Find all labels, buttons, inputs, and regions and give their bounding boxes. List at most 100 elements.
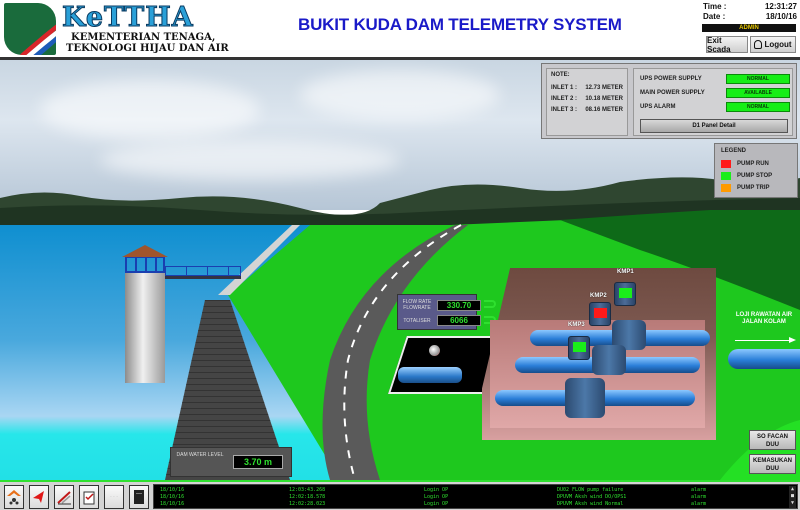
- log-event: DU02 FLOW pump failure: [557, 487, 624, 493]
- water-level-value: 3.70 m: [233, 455, 283, 469]
- report-icon: [83, 491, 95, 505]
- inlet-3-value: 08.16 METER: [585, 107, 623, 113]
- date-label: Date :: [703, 12, 726, 21]
- printer-icon: [134, 490, 144, 504]
- pump-run-swatch: [721, 160, 731, 168]
- pump-3-status-indicator: [573, 342, 586, 352]
- dam-scene: [0, 60, 800, 480]
- totaliser-value: 6066: [437, 315, 481, 326]
- log-time: 12:02:18.578: [289, 494, 326, 500]
- flow-pipe-icon: [484, 300, 496, 308]
- flowmeter-pipe: [398, 367, 462, 383]
- pump-1-status-indicator: [619, 288, 632, 298]
- intake-tower: [125, 273, 165, 383]
- note-title: NOTE:: [551, 72, 570, 78]
- ups-power-label: UPS POWER SUPPLY: [640, 76, 702, 82]
- pump-1-motor[interactable]: [614, 282, 636, 306]
- alarm-button[interactable]: [29, 485, 49, 509]
- inlet-3-label: INLET 3 :: [551, 107, 578, 113]
- lock-icon: [754, 40, 763, 49]
- ministry-name: KEMENTERIAN TENAGA, TEKNOLOGI HIJAU DAN …: [66, 32, 229, 54]
- ministry-line-1: KEMENTERIAN TENAGA,: [71, 32, 216, 43]
- log-time: 12:02:28.023: [289, 501, 326, 507]
- log-date: 18/10/16: [160, 494, 185, 500]
- user-status-bar: ADMIN: [702, 24, 796, 32]
- walkway-bridge: [165, 275, 241, 279]
- outlet-pipe: [728, 349, 800, 369]
- power-status-box: UPS POWER SUPPLY NORMAL MAIN POWER SUPPLY…: [633, 68, 793, 136]
- pump-stop-swatch: [721, 172, 731, 180]
- date-value: 18/10/16: [765, 12, 797, 21]
- log-time: 12:03:43.268: [289, 487, 326, 493]
- info-panel: NOTE: INLET 1 :12.73 METER INLET 2 :10.1…: [541, 63, 797, 139]
- pump-1-label: KMP1: [617, 269, 634, 275]
- pump-2-label: KMP2: [590, 293, 607, 299]
- ups-power-status: NORMAL: [726, 74, 790, 84]
- side-button-1[interactable]: SO FACAN DUU: [749, 430, 796, 450]
- log-status: alarm: [691, 501, 707, 507]
- inlet-2-label: INLET 2 :: [551, 96, 578, 102]
- pump-2-motor[interactable]: [589, 302, 611, 326]
- log-user: Login OP: [424, 487, 449, 493]
- legend: LEGEND PUMP RUN PUMP STOP PUMP TRIP: [714, 143, 798, 198]
- logout-button[interactable]: Logout: [750, 36, 796, 53]
- legend-pump-stop: PUMP STOP: [737, 173, 773, 179]
- outlet-label: LOJI RAWATAN AIR JALAN KOLAM: [735, 312, 793, 325]
- home-button[interactable]: [4, 485, 24, 509]
- event-log-scrollbar[interactable]: ▲■▼: [789, 486, 796, 508]
- log-user: Login OP: [424, 501, 449, 507]
- flowrate-label: FLOW RATE FLOWRATE: [402, 299, 432, 311]
- water-level-panel: DAM WATER LEVEL 3.70 m: [170, 447, 292, 477]
- log-user: Login OP: [424, 494, 449, 500]
- time-value: 12:31:27: [764, 2, 797, 11]
- ups-alarm-status: NORMAL: [726, 102, 790, 112]
- flowrate-value: 330.70: [437, 299, 481, 311]
- pump-3-motor[interactable]: [568, 336, 590, 360]
- event-log[interactable]: 18/10/16 18/10/16 18/10/16 12:03:43.268 …: [153, 484, 798, 509]
- blank-button[interactable]: · · ·: [104, 485, 124, 509]
- alarm-icon: [33, 491, 44, 503]
- report-button[interactable]: [79, 485, 99, 509]
- log-event: DPUVM Aksh wind Normal: [557, 501, 624, 507]
- legend-pump-run: PUMP RUN: [737, 161, 769, 167]
- blank-icon: · · ·: [110, 494, 118, 500]
- ministry-line-2: TEKNOLOGI HIJAU DAN AIR: [66, 43, 229, 54]
- main-power-label: MAIN POWER SUPPLY: [640, 90, 705, 96]
- panel-detail-button[interactable]: D1 Panel Detail: [640, 119, 788, 133]
- side-button-2[interactable]: KEMASUKAN DUU: [749, 454, 796, 474]
- intake-tower-railing: [125, 257, 165, 273]
- legend-pump-trip: PUMP TRIP: [737, 185, 770, 191]
- page-title: BUKIT KUDA DAM TELEMETRY SYSTEM: [298, 15, 622, 34]
- exit-scada-label: Exit Scada: [707, 35, 731, 54]
- totaliser-label: TOTALISER: [403, 317, 431, 324]
- ups-alarm-label: UPS ALARM: [640, 104, 676, 110]
- brand-name: KeTTHA: [62, 2, 194, 34]
- log-status: alarm: [691, 487, 707, 493]
- log-status: alarm: [691, 494, 707, 500]
- header: KeTTHA KEMENTERIAN TENAGA, TEKNOLOGI HIJ…: [0, 0, 800, 60]
- inlet-1-label: INLET 1 :: [551, 85, 578, 91]
- log-date: 18/10/16: [160, 501, 185, 507]
- exit-scada-button[interactable]: Exit Scada: [706, 35, 748, 54]
- pump-casing-3: [565, 378, 605, 418]
- bottom-toolbar: · · · 18/10/16 18/10/16 18/10/16 12:03:4…: [0, 480, 800, 510]
- clock: Time : 12:31:27 Date : 18/10/16: [703, 2, 797, 22]
- inlet-2-value: 10.18 METER: [585, 96, 623, 102]
- printer-button[interactable]: [129, 485, 149, 509]
- pump-3-label: KMP3: [568, 322, 585, 328]
- logout-label: Logout: [764, 40, 792, 49]
- log-date: 18/10/16: [160, 487, 185, 493]
- flowmeter-gauge-icon: [429, 345, 440, 356]
- water-level-label: DAM WATER LEVEL: [176, 452, 224, 458]
- trend-button[interactable]: [54, 485, 74, 509]
- home-icon: [7, 490, 21, 505]
- pump-2-status-indicator: [594, 308, 607, 318]
- pump-casing-2: [592, 345, 626, 375]
- flow-panel: FLOW RATE FLOWRATE 330.70 TOTALISER 6066: [397, 294, 481, 330]
- legend-title: LEGEND: [721, 148, 747, 154]
- pump-trip-swatch: [721, 184, 731, 192]
- walkway-railing: [165, 266, 241, 275]
- trend-icon: [57, 491, 71, 505]
- time-label: Time :: [703, 2, 727, 11]
- main-power-status: AVAILABLE: [726, 88, 790, 98]
